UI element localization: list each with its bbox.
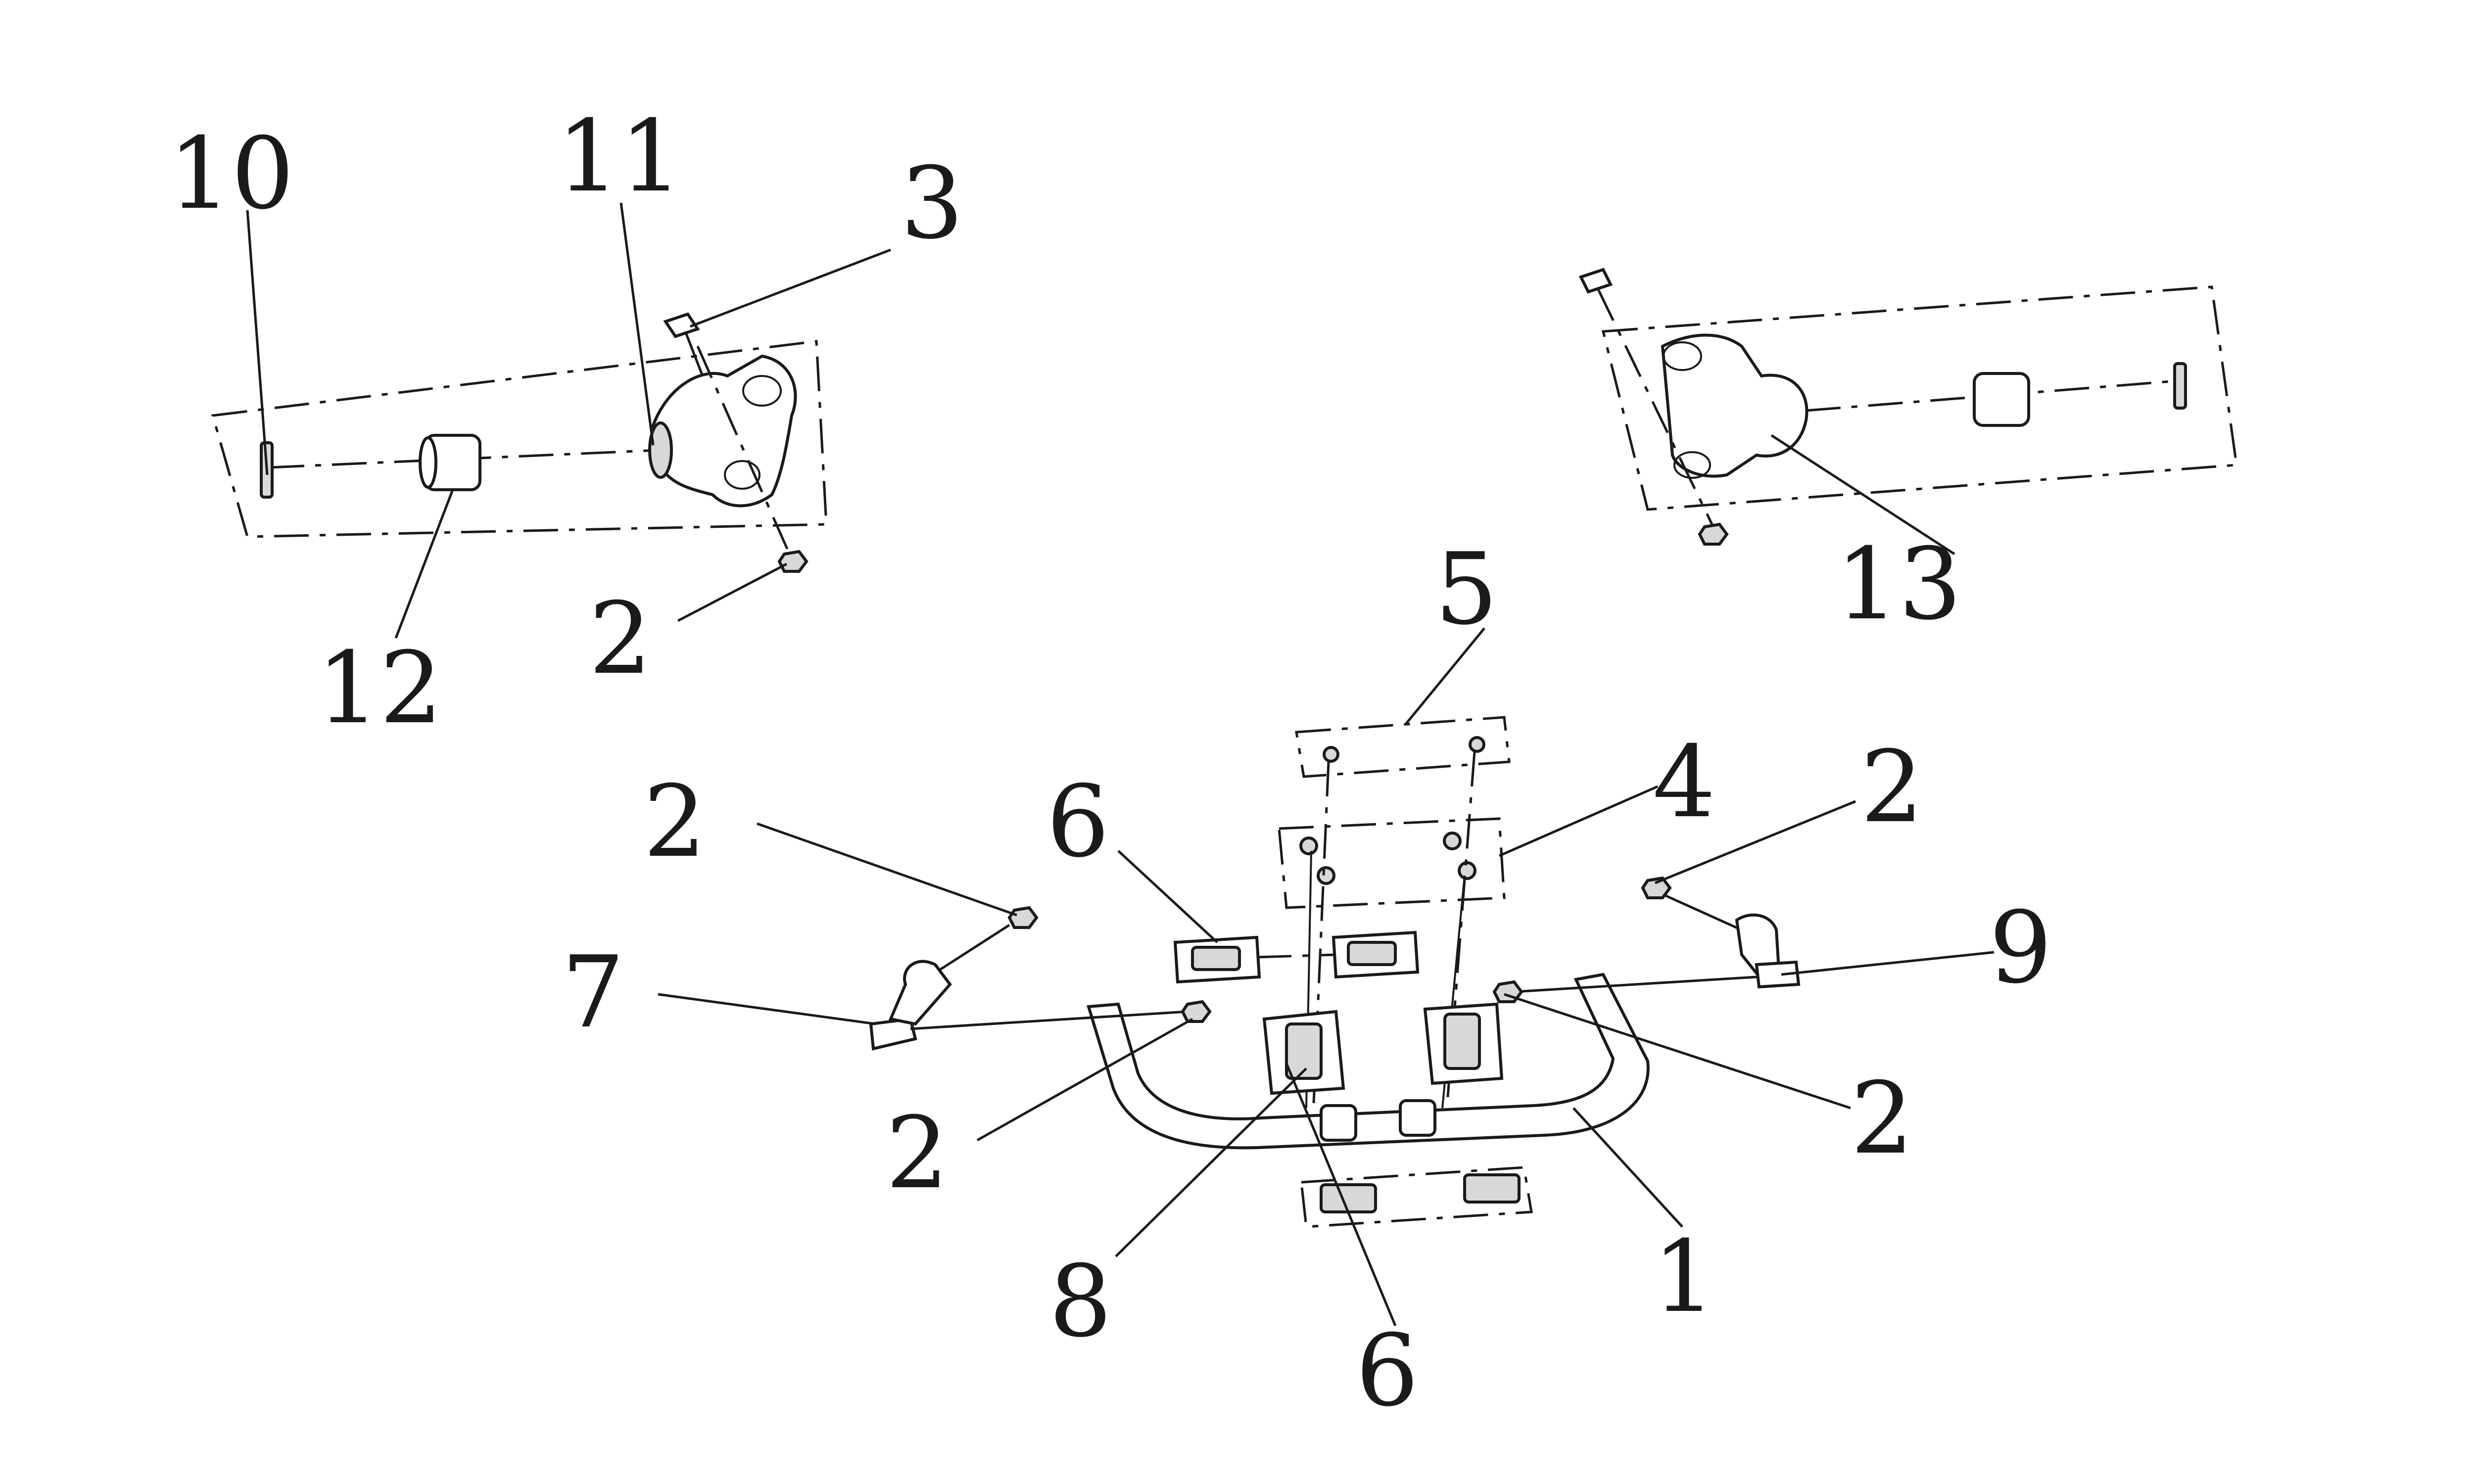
leader-2b [757, 822, 1017, 917]
leader-10 [246, 210, 269, 475]
part-9-link-stud [1664, 894, 1743, 931]
part-13-knuckle-eye [1663, 341, 1702, 371]
bracket-middle-right-clamp [1443, 1013, 1481, 1070]
leader-lines [246, 202, 1995, 1326]
part-4-bolt-1 [1299, 836, 1318, 855]
leader-13 [1770, 434, 1955, 556]
callout-2-lower-right: 2 [1851, 1061, 1913, 1176]
part-3-bolt-head [663, 312, 700, 338]
part-1-bar-sleeve-left [1320, 1104, 1357, 1142]
part-6-upper-clamp-right [1347, 941, 1397, 966]
stabilizer-bar-assembly [869, 716, 1801, 1228]
part-6-upper-link [1256, 953, 1336, 959]
part-13-knuckle-eye-lower [1673, 451, 1711, 479]
right-pin [2173, 362, 2187, 410]
leader-2d [976, 1018, 1193, 1142]
callout-2-left-knuckle: 2 [589, 581, 652, 696]
left-knuckle-assembly [211, 312, 828, 573]
part-12-bushing-end [419, 436, 437, 489]
part-6-lower-clamp-right [1463, 1173, 1521, 1204]
part-11-knuckle-eye-lower [724, 460, 761, 490]
leader-8 [1115, 1067, 1307, 1257]
leader-6a [1117, 850, 1218, 943]
callout-6-upper: 6 [1047, 764, 1109, 880]
part-6-upper-clamp-left [1191, 946, 1241, 971]
callout-6-lower: 6 [1356, 1313, 1419, 1429]
callout-5: 5 [1435, 532, 1498, 647]
callout-2-upper-left: 2 [643, 764, 706, 880]
callout-8: 8 [1049, 1244, 1112, 1359]
leader-5 [1404, 627, 1485, 726]
callout-3: 3 [901, 146, 963, 261]
part-9-link-rod [1514, 975, 1757, 993]
leader-6b [1285, 1063, 1397, 1326]
part-2-nut-upper-right [1641, 876, 1672, 899]
right-knuckle-assembly [1578, 268, 2238, 546]
part-2-nut-upper-left [1007, 906, 1039, 929]
leader-3 [690, 248, 891, 328]
part-7-link-rod [910, 1010, 1188, 1030]
part-4-bolt-4 [1458, 861, 1476, 880]
callout-2-upper-right: 2 [1860, 730, 1923, 845]
part-5-frame [1295, 716, 1511, 778]
right-bushing [1973, 372, 2030, 427]
part-2-nut-lower-left [1181, 1000, 1212, 1023]
part-1-stabilizer-bar [1087, 973, 1650, 1150]
leader-7 [658, 993, 876, 1025]
bolt-axis-1 [1312, 761, 1330, 1104]
leader-11 [619, 202, 655, 446]
callout-12: 12 [317, 631, 443, 746]
leader-4 [1498, 785, 1659, 857]
part-2-nut-left-knuckle [777, 550, 809, 573]
left-assembly-dash-frame [211, 340, 828, 538]
part-1-bar-sleeve-right [1399, 1099, 1436, 1137]
part-4-bolt-2 [1317, 866, 1335, 885]
part-6-lower-clamp-left [1320, 1183, 1377, 1213]
part-4-bolt-3 [1443, 832, 1462, 850]
right-bolt-head [1578, 268, 1613, 294]
part-6-lower-frame [1300, 1166, 1533, 1228]
callout-labels: 10 11 3 12 2 13 5 4 6 2 2 7 9 2 2 8 1 6 [168, 99, 2052, 1429]
callout-13: 13 [1836, 527, 1962, 642]
leader-1 [1572, 1107, 1683, 1228]
leader-9 [1781, 951, 1995, 976]
part-5-bolt-left [1323, 746, 1339, 763]
leader-2e [1504, 993, 1851, 1110]
part-11-knuckle-eye [742, 375, 782, 407]
bracket-middle-left-clamp [1285, 1022, 1323, 1080]
right-bolt-axis [1597, 288, 1713, 525]
callout-2-lower-left: 2 [886, 1096, 949, 1211]
callout-7: 7 [562, 935, 624, 1050]
leader-2a [677, 562, 788, 622]
callout-9: 9 [1989, 890, 2052, 1006]
leader-12 [394, 489, 454, 639]
callout-10: 10 [168, 116, 294, 232]
callout-4: 4 [1653, 725, 1715, 840]
callout-1: 1 [1653, 1219, 1715, 1335]
part-9-link-lower [1755, 960, 1801, 989]
part-7-link-stud [939, 924, 1010, 971]
right-nut [1698, 522, 1729, 546]
part-13-knuckle [1661, 333, 1808, 478]
part-11-knuckle-bore [648, 421, 673, 479]
right-assembly-dash-frame [1601, 285, 2238, 511]
part-5-bolt-right [1469, 736, 1485, 753]
part-3-bolt-shank [684, 331, 704, 376]
part-7-link-upper [888, 960, 952, 1026]
left-bolt-axis [696, 345, 793, 560]
leader-2c [1655, 800, 1856, 884]
callout-11: 11 [557, 99, 683, 214]
part-4-frame [1278, 817, 1506, 909]
